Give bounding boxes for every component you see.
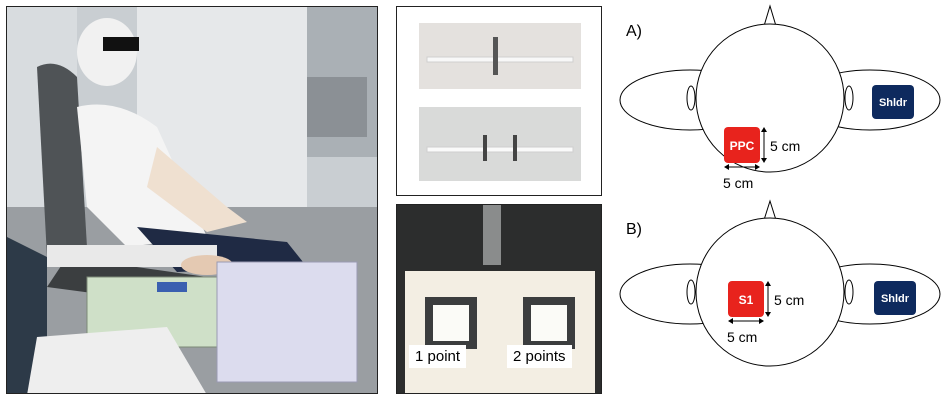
width-label-a: 5 cm: [723, 175, 753, 191]
panel-label-a: A): [626, 23, 642, 40]
nose-marker-b: [763, 199, 777, 221]
stimulus-illustration: [397, 7, 601, 195]
electrode-diagram-svg: A) PPC Shldr 5 cm 5 cm: [619, 4, 941, 367]
button-label-1-point: 1 point: [409, 345, 467, 368]
electrode-s1: [728, 281, 764, 317]
button-label-2-points: 2 points: [507, 345, 572, 368]
nose-marker: [763, 4, 777, 27]
right-ear: [844, 85, 854, 111]
diagram-a: A) PPC Shldr 5 cm 5 cm: [619, 4, 941, 191]
height-label-a: 5 cm: [770, 138, 800, 154]
response-box-photo: 1 point 2 points: [396, 204, 602, 394]
experimental-setup-photo: [6, 6, 378, 394]
left-ear-b: [686, 279, 696, 305]
panel-label-b: B): [626, 221, 642, 238]
electrode-ppc-label: PPC: [730, 139, 755, 153]
left-ear: [686, 85, 696, 111]
diagram-b: B) S1 Shldr 5 cm 5 cm: [619, 199, 941, 367]
tactile-stimulus-photo: [396, 6, 602, 196]
electrode-shldr-a-label: Shldr: [879, 97, 908, 109]
width-label-b: 5 cm: [727, 329, 757, 345]
electrode-shldr-b-label: Shldr: [881, 293, 910, 305]
electrode-diagrams: A) PPC Shldr 5 cm 5 cm: [608, 0, 942, 401]
head-outline-b: [695, 217, 845, 367]
electrode-shldr-b: [874, 281, 916, 315]
electrode-shldr-a: [872, 85, 914, 119]
electrode-ppc: [724, 127, 760, 163]
right-ear-b: [844, 279, 854, 305]
electrode-s1-label: S1: [739, 293, 754, 307]
setup-illustration: [7, 7, 377, 393]
height-label-b: 5 cm: [774, 292, 804, 308]
